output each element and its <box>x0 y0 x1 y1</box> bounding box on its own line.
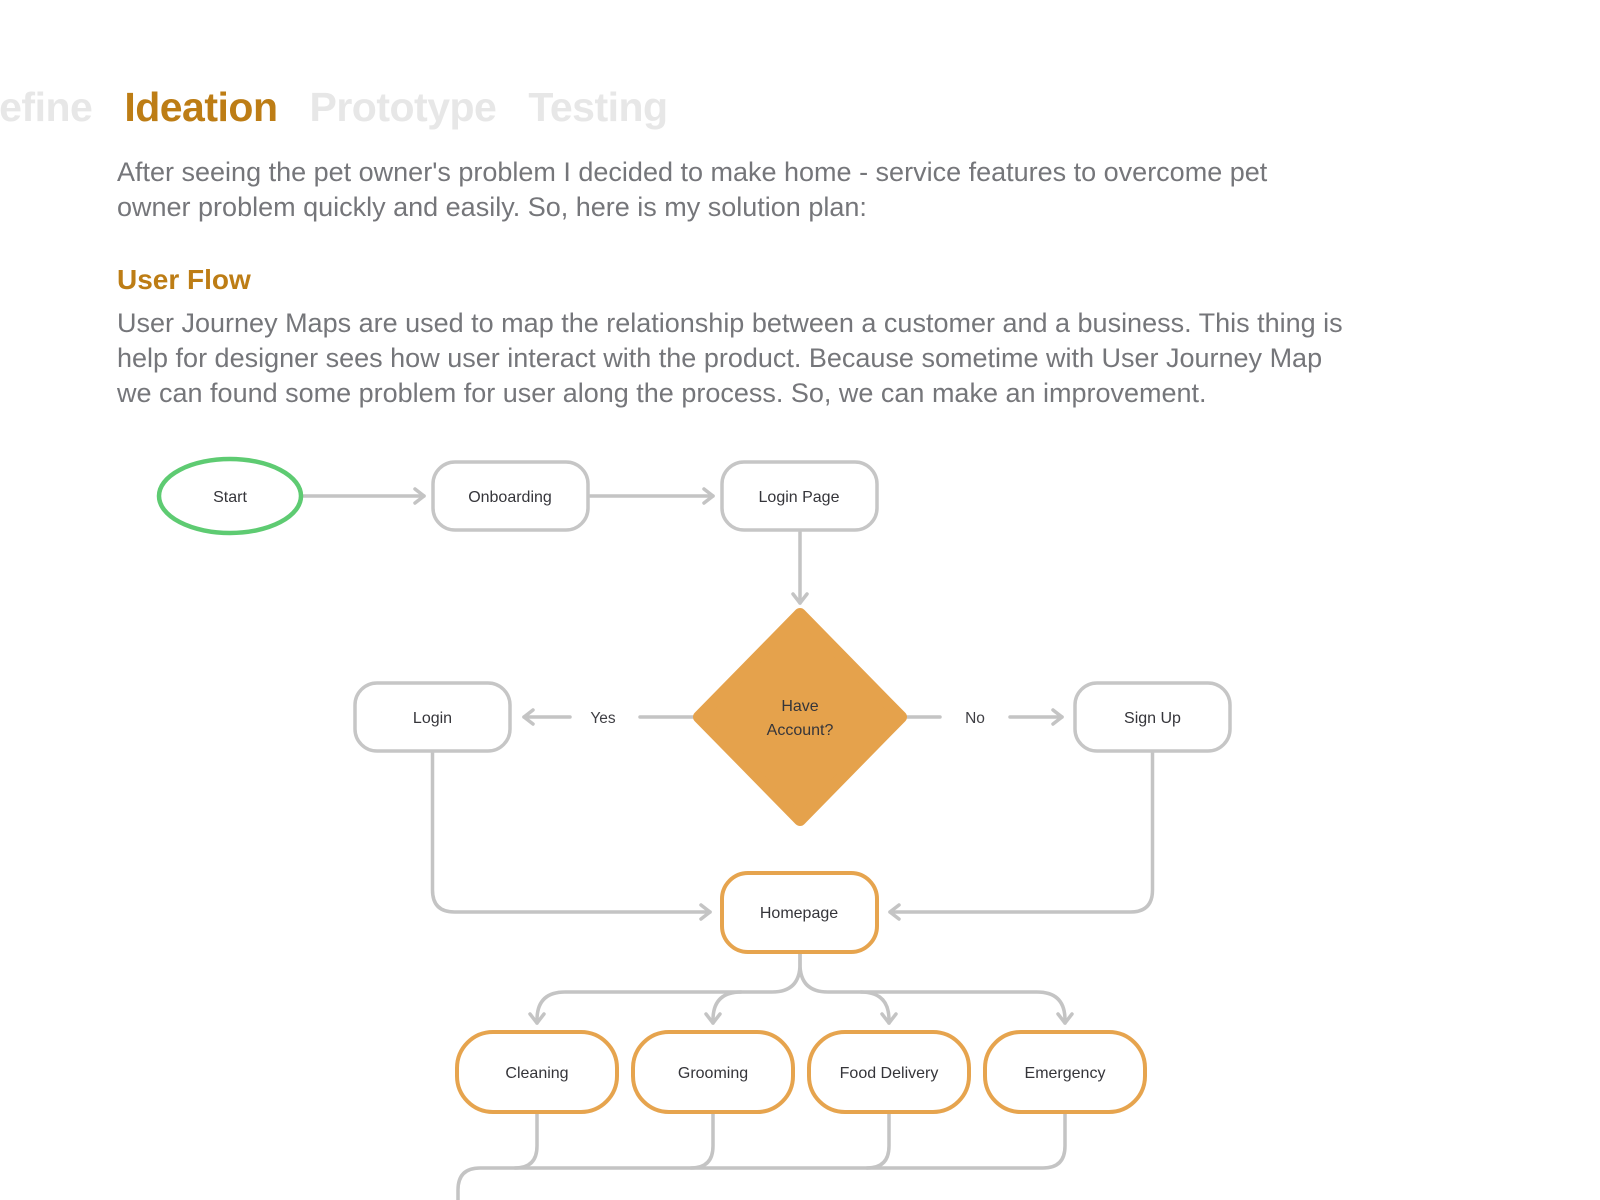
node-sign-up-label: Sign Up <box>1124 710 1181 727</box>
node-cleaning-label: Cleaning <box>505 1065 568 1082</box>
edge-grooming-down <box>689 1110 715 1170</box>
node-login-label: Login <box>413 710 452 727</box>
edge-label-yes: Yes <box>590 710 616 727</box>
node-start-label: Start <box>213 489 247 506</box>
user-flow-line: help for designer sees how user interact… <box>117 343 1323 373</box>
node-emergency-label: Emergency <box>1025 1065 1106 1082</box>
node-food-delivery: Food Delivery <box>807 1030 971 1114</box>
edge-login-homepage <box>430 749 712 921</box>
node-have-account-decision: Have Account? <box>693 608 907 826</box>
node-food-delivery-label: Food Delivery <box>840 1065 939 1082</box>
edge-homepage-fooddelivery <box>859 990 898 1025</box>
node-homepage-label: Homepage <box>760 905 838 922</box>
edge-homepage-cleaning <box>528 950 802 1025</box>
tab-define[interactable]: Define <box>0 84 93 130</box>
intro-line: After seeing the pet owner's problem I d… <box>117 157 1268 187</box>
tab-prototype[interactable]: Prototype <box>309 84 497 130</box>
section-tabs: Define Ideation Prototype Testing <box>0 84 668 131</box>
user-flow-line: User Journey Maps are used to map the re… <box>117 308 1343 338</box>
edge-homepage-emergency <box>798 950 1074 1025</box>
node-grooming: Grooming <box>631 1030 795 1114</box>
edge-fooddelivery-down <box>865 1110 891 1170</box>
node-onboarding: Onboarding <box>431 460 590 532</box>
node-have-account-line1: Have <box>781 698 818 715</box>
node-login-page: Login Page <box>720 460 879 532</box>
user-flow-diagram: Yes No Start Onboarding Login Page Have … <box>156 456 1232 1200</box>
node-homepage: Homepage <box>720 871 879 954</box>
edge-homepage-grooming <box>704 990 743 1025</box>
node-cleaning: Cleaning <box>455 1030 619 1114</box>
edge-label-no: No <box>965 710 985 727</box>
user-flow-line: we can found some problem for user along… <box>117 378 1207 408</box>
tab-testing[interactable]: Testing <box>528 84 668 130</box>
node-onboarding-label: Onboarding <box>468 489 552 506</box>
node-have-account-line2: Account? <box>767 722 834 739</box>
node-login-page-label: Login Page <box>759 489 840 506</box>
node-login: Login <box>353 681 512 753</box>
intro-line: owner problem quickly and easily. So, he… <box>117 192 867 222</box>
node-start: Start <box>156 456 304 536</box>
intro-paragraph: After seeing the pet owner's problem I d… <box>117 155 1267 225</box>
node-grooming-label: Grooming <box>678 1065 748 1082</box>
node-emergency: Emergency <box>983 1030 1147 1114</box>
node-sign-up: Sign Up <box>1073 681 1232 753</box>
tab-ideation[interactable]: Ideation <box>124 84 278 130</box>
edge-cleaning-down <box>513 1110 539 1170</box>
user-flow-paragraph: User Journey Maps are used to map the re… <box>117 306 1343 411</box>
edge-signup-homepage <box>888 749 1155 921</box>
edge-services-merge <box>456 1110 1067 1200</box>
user-flow-heading: User Flow <box>117 264 251 295</box>
